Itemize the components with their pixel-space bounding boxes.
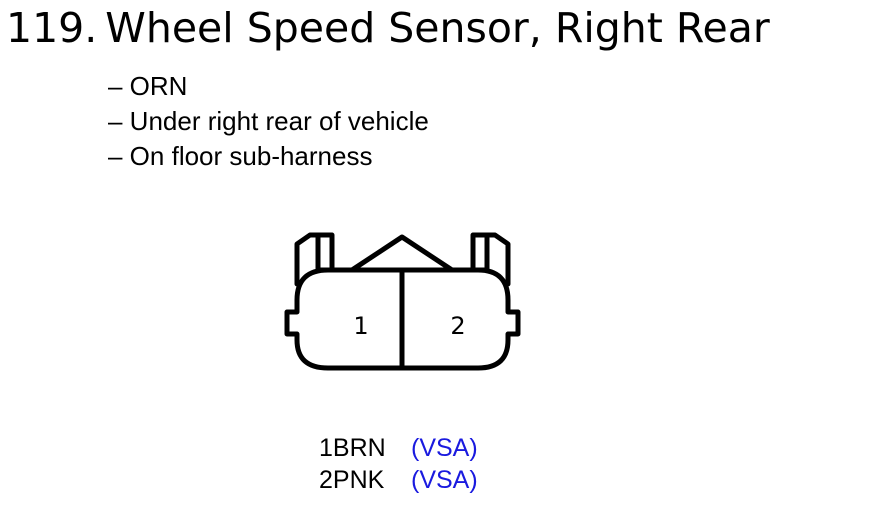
page-title: 119.Wheel Speed Sensor, Right Rear — [6, 2, 770, 54]
pin-row-2: 2PNK (VSA) — [319, 464, 478, 496]
note-color: – ORN — [108, 71, 188, 101]
note-harness: – On floor sub-harness — [108, 141, 373, 171]
connector-body — [284, 267, 521, 371]
cavity-1-label: 1 — [353, 312, 368, 340]
pin-1-circuit: (VSA) — [411, 434, 478, 462]
pin-2-wire: 2PNK — [319, 466, 385, 494]
pin-row-1: 1BRN (VSA) — [319, 432, 478, 464]
connector-number: 119. — [6, 4, 98, 52]
pin-2-circuit: (VSA) — [411, 466, 478, 494]
note-location: – Under right rear of vehicle — [108, 106, 429, 136]
pin-list: 1BRN (VSA) 2PNK (VSA) — [319, 432, 478, 496]
center-key — [349, 234, 455, 273]
connector-notes: – ORN – Under right rear of vehicle – On… — [108, 69, 429, 174]
pin-1-wire: 1BRN — [319, 434, 386, 462]
connector-title: Wheel Speed Sensor, Right Rear — [105, 4, 770, 52]
cavity-2-label: 2 — [450, 312, 465, 340]
